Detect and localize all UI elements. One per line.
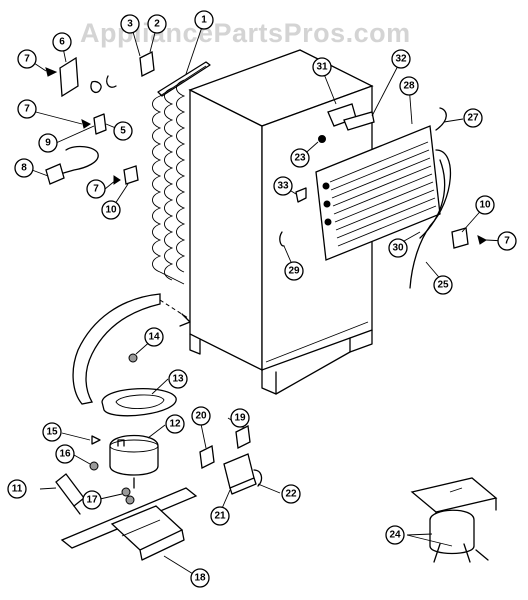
svg-text:17: 17: [86, 495, 98, 506]
callout-10-a: 10: [101, 200, 121, 220]
callout-25: 25: [433, 275, 453, 295]
svg-text:29: 29: [288, 266, 300, 277]
fasteners: [89, 435, 135, 505]
callout-23: 23: [290, 148, 310, 168]
refrigerator-cabinet: [188, 49, 374, 395]
compressor-mounting-plate: [60, 487, 198, 561]
callout-18: 18: [190, 568, 210, 588]
svg-text:7: 7: [504, 236, 510, 247]
callout-9: 9: [38, 133, 58, 153]
svg-text:3: 3: [127, 19, 133, 30]
svg-text:33: 33: [277, 181, 289, 192]
svg-text:7: 7: [24, 54, 30, 65]
callout-21: 21: [210, 506, 230, 526]
callout-29: 29: [284, 261, 304, 281]
svg-text:5: 5: [120, 126, 126, 137]
callout-7-b: 7: [17, 99, 37, 119]
svg-text:28: 28: [403, 81, 415, 92]
capacitor: [55, 473, 85, 515]
callout-11: 11: [7, 479, 27, 499]
callout-19: 19: [230, 408, 250, 428]
svg-text:27: 27: [467, 113, 479, 124]
callout-24: 24: [385, 525, 405, 545]
svg-text:24: 24: [389, 530, 401, 541]
callout-33: 33: [273, 176, 293, 196]
small-back-parts: [279, 103, 375, 247]
callout-7-a: 7: [17, 49, 37, 69]
nut-14: [128, 353, 138, 363]
svg-text:23: 23: [294, 153, 306, 164]
drain-pan: [101, 388, 177, 417]
svg-text:9: 9: [45, 138, 51, 149]
condenser-panel: [315, 107, 452, 289]
svg-text:6: 6: [59, 37, 65, 48]
svg-text:7: 7: [93, 184, 99, 195]
svg-text:7: 7: [24, 104, 30, 115]
svg-text:8: 8: [21, 163, 27, 174]
back-condenser-coil: [152, 61, 211, 285]
svg-text:12: 12: [169, 419, 181, 430]
svg-text:1: 1: [201, 15, 207, 26]
callout-8: 8: [14, 158, 34, 178]
svg-text:14: 14: [148, 332, 160, 343]
svg-text:10: 10: [105, 205, 117, 216]
callout-31: 31: [312, 57, 332, 77]
callout-2: 2: [147, 14, 167, 34]
callout-14: 14: [144, 327, 164, 347]
callout-3: 3: [120, 14, 140, 34]
drain-tube: [72, 293, 191, 405]
callout-5: 5: [113, 121, 133, 141]
callout-20: 20: [191, 406, 211, 426]
callout-10-b: 10: [475, 195, 495, 215]
callout-12: 12: [165, 414, 185, 434]
svg-text:31: 31: [316, 62, 328, 73]
svg-text:21: 21: [214, 511, 226, 522]
callout-16: 16: [55, 444, 75, 464]
callout-28: 28: [399, 76, 419, 96]
svg-text:15: 15: [46, 427, 58, 438]
svg-text:32: 32: [395, 54, 407, 65]
electrical-small-parts: [45, 51, 469, 249]
callout-6: 6: [52, 32, 72, 52]
callout-27: 27: [463, 108, 483, 128]
callout-7-d: 7: [497, 231, 517, 251]
svg-text:11: 11: [12, 484, 23, 495]
callout-30: 30: [388, 238, 408, 258]
relay-components: [199, 425, 263, 495]
svg-text:18: 18: [194, 573, 206, 584]
svg-text:16: 16: [59, 449, 71, 460]
callout-13: 13: [168, 369, 188, 389]
callout-15: 15: [42, 422, 62, 442]
compressor: [109, 434, 159, 489]
svg-text:2: 2: [154, 19, 160, 30]
callout-17: 17: [82, 490, 102, 510]
svg-text:13: 13: [172, 374, 184, 385]
svg-text:30: 30: [392, 243, 404, 254]
svg-text:10: 10: [479, 200, 491, 211]
svg-text:19: 19: [234, 413, 246, 424]
svg-text:25: 25: [437, 280, 449, 291]
screws: [45, 67, 487, 245]
svg-text:20: 20: [195, 411, 207, 422]
callout-22: 22: [281, 484, 301, 504]
callout-1: 1: [194, 10, 214, 30]
svg-text:22: 22: [285, 489, 297, 500]
callout-7-c: 7: [86, 179, 106, 199]
callout-32: 32: [391, 49, 411, 69]
compressor-bracket-assembly: [410, 477, 498, 563]
